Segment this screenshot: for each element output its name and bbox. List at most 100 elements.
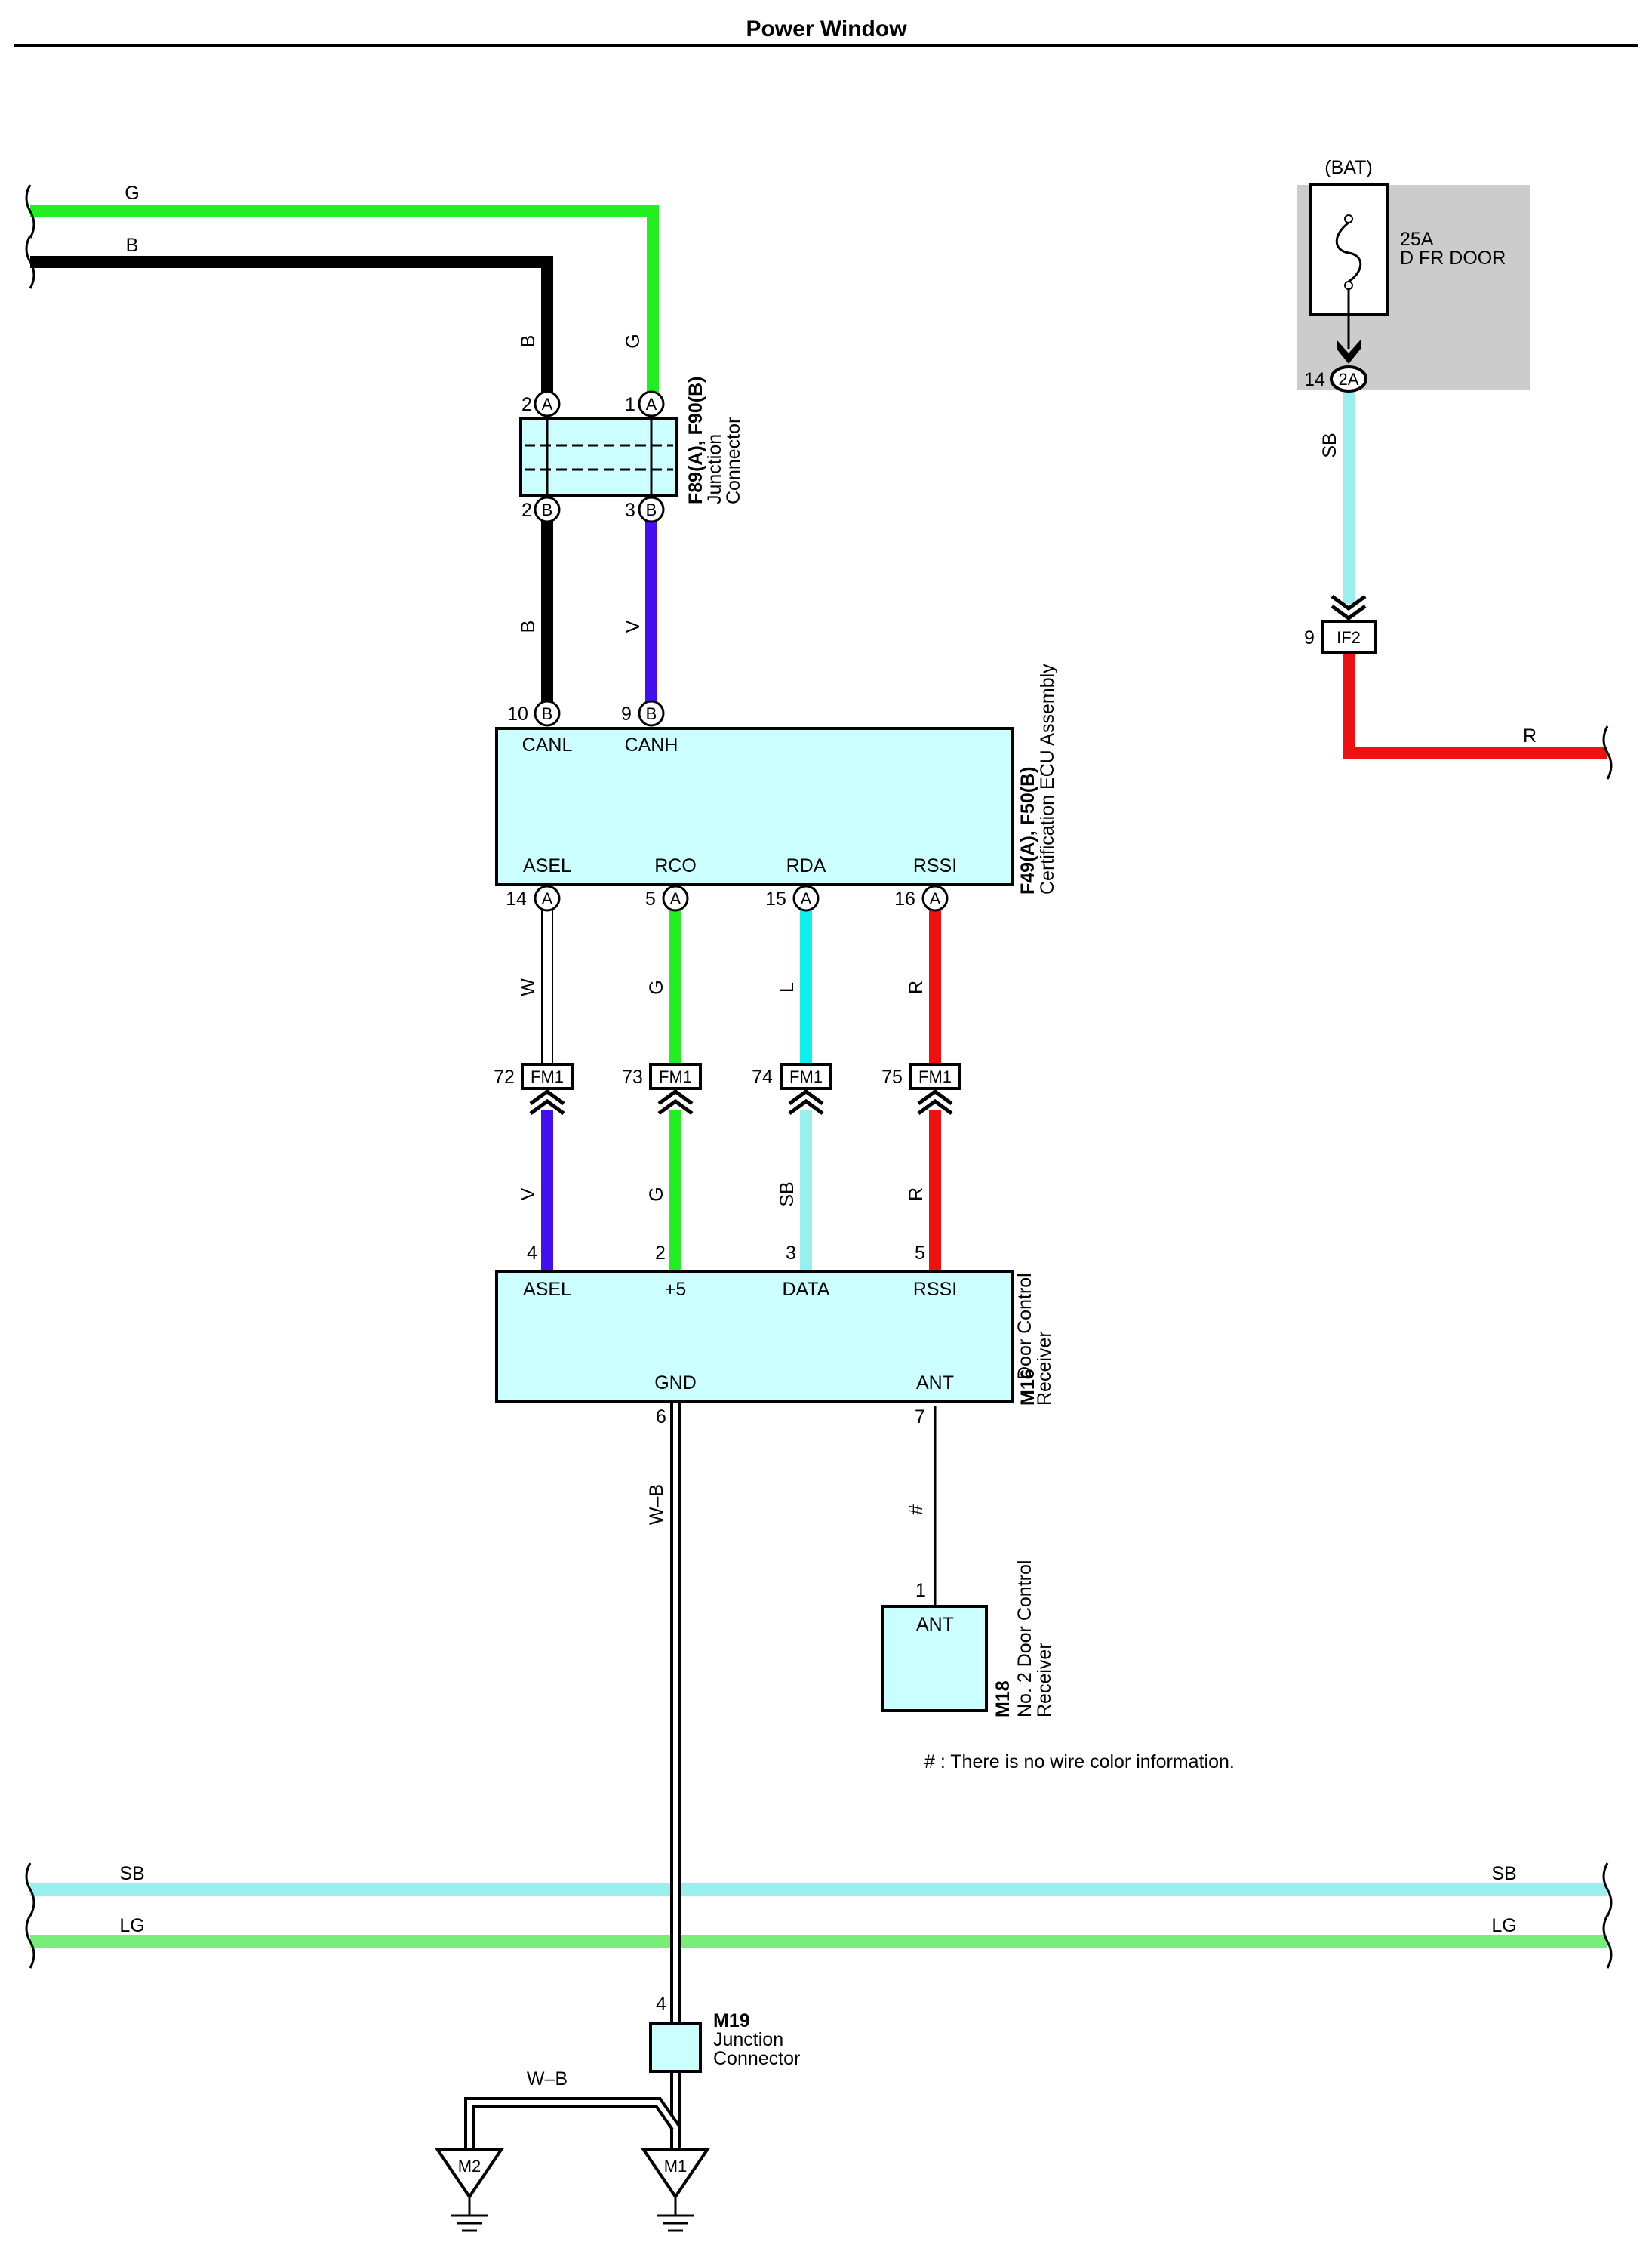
label-w-asel: W bbox=[518, 978, 539, 996]
fuse-terminal-bottom bbox=[1344, 281, 1353, 290]
wire-break-left-lg bbox=[25, 1914, 35, 1969]
wire-break-right-r bbox=[1602, 725, 1613, 780]
pin-number: 4 bbox=[527, 1243, 537, 1264]
pin-number: 3 bbox=[625, 500, 635, 521]
junction-connector-m19: 4 M19 Junction Connector bbox=[649, 1994, 800, 2073]
connector-fm1-74: FM1 74 bbox=[752, 1063, 832, 1116]
junction-name: F89(A), F90(B) bbox=[685, 377, 706, 504]
ground-m2: M2 bbox=[435, 2148, 504, 2232]
label-r-rssi2: R bbox=[906, 1187, 927, 1201]
pin-number: 9 bbox=[621, 704, 632, 725]
ecu-desc: Certification ECU Assembly bbox=[1037, 664, 1058, 895]
fm1-label: FM1 bbox=[531, 1067, 564, 1086]
label-sb-fuse: SB bbox=[1319, 433, 1340, 457]
pin-number: 75 bbox=[881, 1067, 903, 1088]
pin-number: 1 bbox=[625, 394, 635, 415]
junction-box bbox=[519, 417, 678, 497]
label-b-vert: B bbox=[518, 335, 539, 348]
fuse-name: D FR DOOR bbox=[1400, 248, 1506, 269]
ecu-label-rssi: RSSI bbox=[913, 855, 957, 876]
chevron-up-icon bbox=[529, 1089, 565, 1116]
pin-number: 1 bbox=[915, 1580, 926, 1601]
wire-wb-m2-outline bbox=[464, 2097, 680, 2150]
connector-2a bbox=[1330, 365, 1367, 393]
label-b-top: B bbox=[126, 235, 139, 256]
junction-desc-1: Junction bbox=[704, 434, 725, 504]
pin-circle bbox=[638, 390, 665, 417]
certification-ecu-f49-f50: B B 10 9 CANL CANH ASEL RCO RDA RSSI A A… bbox=[495, 664, 1058, 912]
ground-m1: M1 bbox=[641, 2148, 710, 2232]
label-g-5: G bbox=[646, 1187, 667, 1201]
label-l-rda: L bbox=[777, 982, 798, 993]
m16-label-gnd: GND bbox=[654, 1372, 697, 1394]
wire-break-right-lg bbox=[1602, 1914, 1613, 1969]
wire-g-top bbox=[30, 205, 659, 404]
label-wb-bottom: W–B bbox=[527, 2068, 568, 2090]
pin-letter: A bbox=[646, 395, 657, 414]
ecu-label-canh: CANH bbox=[625, 735, 678, 756]
pin-letter: A bbox=[542, 395, 553, 414]
wire-break-right-sb bbox=[1602, 1862, 1613, 1917]
label-hash-ant: # bbox=[906, 1504, 927, 1515]
arrow-down-icon bbox=[1337, 340, 1361, 364]
ecu-label-canl: CANL bbox=[522, 735, 573, 756]
chevron-up-icon bbox=[657, 1089, 694, 1116]
pin-number: 15 bbox=[765, 888, 786, 910]
pin-circle bbox=[792, 885, 820, 912]
pin-number: 5 bbox=[915, 1243, 925, 1264]
pin-number: 74 bbox=[752, 1067, 773, 1088]
m16-desc-2: Receiver bbox=[1034, 1331, 1055, 1406]
pin-circle bbox=[534, 496, 561, 523]
wire-b-top bbox=[30, 256, 553, 404]
pin-circle bbox=[638, 700, 665, 727]
fuse-icon bbox=[1335, 221, 1362, 283]
fuse-box: (BAT) 25A D FR DOOR 2A 14 bbox=[1297, 157, 1530, 393]
label-sb-right: SB bbox=[1491, 1863, 1516, 1884]
wire-r-right bbox=[1343, 653, 1607, 759]
fuse-rating: 25A bbox=[1400, 229, 1434, 250]
pin-letter: B bbox=[646, 704, 657, 723]
pin-number: 3 bbox=[786, 1243, 796, 1264]
pin-number: 16 bbox=[894, 888, 915, 910]
label-lg-right: LG bbox=[1491, 1915, 1516, 1936]
chevron-up-icon bbox=[788, 1089, 824, 1116]
m18-name: M18 bbox=[992, 1680, 1014, 1717]
chevron-down-icon bbox=[1331, 594, 1367, 621]
m16-label-data: DATA bbox=[783, 1279, 830, 1300]
label-r-right: R bbox=[1523, 725, 1537, 747]
ecu-name: F49(A), F50(B) bbox=[1017, 767, 1038, 895]
label-b-mid: B bbox=[518, 621, 539, 633]
fuse-source: (BAT) bbox=[1324, 157, 1372, 178]
fm1-box bbox=[780, 1063, 832, 1090]
pin-number: 2 bbox=[655, 1243, 666, 1264]
pin-letter: A bbox=[542, 889, 553, 908]
door-control-receiver-m16: 4 2 3 5 ASEL +5 DATA RSSI GND ANT 6 7 M1… bbox=[495, 1243, 1055, 1427]
m19-name: M19 bbox=[713, 2010, 750, 2031]
pin-letter: B bbox=[542, 500, 553, 519]
label-v-mid: V bbox=[623, 620, 644, 633]
m16-label-rssi: RSSI bbox=[913, 1279, 957, 1300]
label-wb-gnd: W–B bbox=[646, 1484, 667, 1525]
pin-circle bbox=[638, 496, 665, 523]
fm1-box bbox=[649, 1063, 702, 1090]
page-title: Power Window bbox=[746, 17, 907, 42]
m16-box bbox=[495, 1270, 1014, 1403]
label-sb-data: SB bbox=[777, 1181, 798, 1206]
m19-box bbox=[649, 2022, 702, 2073]
label-sb-left: SB bbox=[119, 1863, 144, 1884]
label-r-rssi: R bbox=[906, 981, 927, 994]
label-g-top: G bbox=[125, 183, 139, 204]
title-rule bbox=[14, 44, 1638, 47]
if2-box bbox=[1321, 620, 1377, 654]
pin-number: 5 bbox=[645, 888, 656, 910]
ecu-label-rda: RDA bbox=[786, 855, 826, 876]
pin-number: 72 bbox=[494, 1067, 515, 1088]
pin-circle bbox=[534, 700, 561, 727]
m18-desc-2: Receiver bbox=[1034, 1643, 1055, 1717]
wire-color-note: # : There is no wire color information. bbox=[924, 1751, 1235, 1772]
m16-desc-1: Door Control bbox=[1014, 1273, 1035, 1380]
pin-letter: A bbox=[801, 889, 812, 908]
wire-break-left-sb bbox=[25, 1862, 35, 1917]
pin-number: 6 bbox=[656, 1406, 666, 1427]
